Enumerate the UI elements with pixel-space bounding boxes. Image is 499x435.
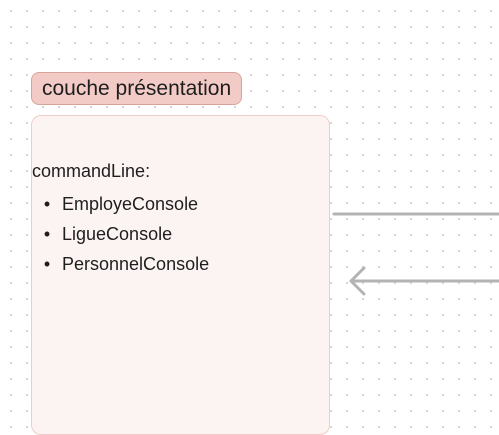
- diagram-canvas: couche présentation commandLine: • Emplo…: [31, 72, 499, 435]
- bullet-icon: •: [43, 194, 51, 214]
- class-name: EmployeConsole: [62, 194, 199, 214]
- package-heading: commandLine:: [32, 161, 151, 181]
- layer-label-text: couche présentation: [42, 76, 232, 100]
- list-item: • LigueConsole: [32, 219, 209, 249]
- presentation-layer-box[interactable]: [31, 115, 330, 435]
- class-list: • EmployeConsole • LigueConsole • Person…: [32, 189, 209, 279]
- connectors: [332, 212, 499, 296]
- bullet-icon: •: [43, 224, 51, 244]
- list-item: • EmployeConsole: [32, 189, 209, 219]
- arrow-head-icon: [349, 266, 366, 296]
- list-item: • PersonnelConsole: [32, 249, 209, 279]
- class-name: PersonnelConsole: [62, 254, 210, 274]
- presentation-layer-label[interactable]: couche présentation: [31, 72, 243, 105]
- bullet-icon: •: [43, 254, 51, 274]
- incoming-arrow[interactable]: [349, 266, 499, 296]
- class-name: LigueConsole: [62, 224, 173, 244]
